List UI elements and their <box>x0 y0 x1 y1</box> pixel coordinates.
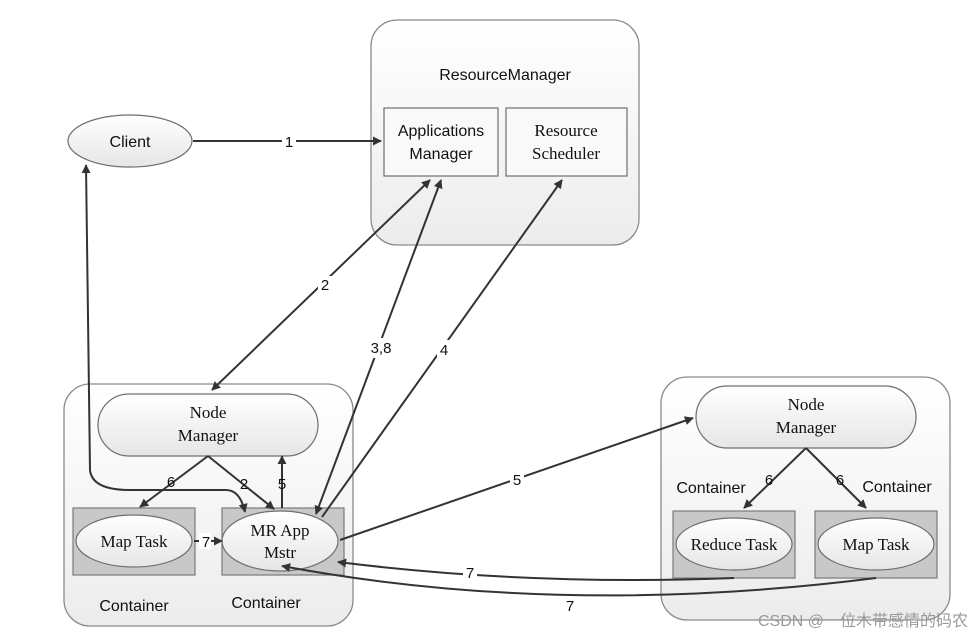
label-2-lower: 2 <box>240 476 248 493</box>
label-7-left: 7 <box>202 534 210 551</box>
watermark: CSDN @一位木带感情的码农 <box>758 612 968 630</box>
mr-app-master-container: MR App Mstr <box>221 507 345 576</box>
arrow-right-map-to-mrapp <box>281 563 877 597</box>
right-node-manager-label-1: Node <box>788 395 825 414</box>
left-map-task-container: Map Task <box>72 507 196 576</box>
label-6-right-b: 6 <box>836 472 844 489</box>
left-node-manager-label-1: Node <box>190 403 227 422</box>
resource-scheduler-label-1: Resource <box>534 121 597 140</box>
reduce-task-label: Reduce Task <box>691 535 778 554</box>
reduce-task-container: Reduce Task <box>672 510 796 579</box>
left-node-manager: Node Manager <box>97 393 319 457</box>
mr-app-master-label-2: Mstr <box>264 543 296 562</box>
arrow-right-nm-to-map <box>805 447 867 509</box>
label-7-bottom: 7 <box>566 598 574 615</box>
arrow-right-nm-to-reduce <box>743 447 807 509</box>
resource-scheduler-box: Resource Scheduler <box>505 107 628 177</box>
mr-app-master-label-1: MR App <box>250 521 309 540</box>
resource-manager-panel: ResourceManager Applications Manager Res… <box>370 19 640 246</box>
right-node-manager: Node Manager <box>695 385 917 449</box>
left-node-manager-label-2: Manager <box>178 426 239 445</box>
client-label: Client <box>110 134 151 151</box>
left-container-label-2: Container <box>231 595 301 612</box>
arrow-labels: 1 2 3,8 4 6 2 5 5 7 6 6 7 7 <box>167 132 844 615</box>
right-node-panel: Node Manager Container Container Reduce … <box>660 376 951 621</box>
right-container-label-1: Container <box>676 480 746 497</box>
label-4: 4 <box>440 342 448 359</box>
right-map-task-container: Map Task <box>814 510 938 579</box>
right-node-manager-label-2: Manager <box>776 418 837 437</box>
arrow-nm-to-left-map <box>139 455 209 508</box>
right-container-label-2: Container <box>862 479 932 496</box>
applications-manager-label-1: Applications <box>398 123 484 140</box>
arrow-nm-to-mrapp <box>207 455 275 510</box>
resource-manager-title: ResourceManager <box>439 67 571 84</box>
arrow-reduce-to-mrapp <box>337 558 735 581</box>
applications-manager-box: Applications Manager <box>383 107 499 177</box>
label-5-right: 5 <box>513 472 521 489</box>
arrow-client-mrapp <box>81 164 248 513</box>
label-1: 1 <box>285 134 293 151</box>
right-map-task-label: Map Task <box>843 535 910 554</box>
left-node-panel: Node Manager Map Task MR App Mstr Contai… <box>63 383 354 627</box>
label-6-left: 6 <box>167 474 175 491</box>
resource-scheduler-label-2: Scheduler <box>532 144 600 163</box>
label-5-left: 5 <box>278 476 286 493</box>
applications-manager-label-2: Manager <box>409 146 473 163</box>
client-node: Client <box>67 114 193 168</box>
label-3-8: 3,8 <box>371 340 392 357</box>
label-6-right-a: 6 <box>765 472 773 489</box>
left-container-label-1: Container <box>99 598 169 615</box>
left-map-task-label: Map Task <box>101 532 168 551</box>
label-2-upper: 2 <box>321 277 329 294</box>
label-7-middle: 7 <box>466 565 474 582</box>
